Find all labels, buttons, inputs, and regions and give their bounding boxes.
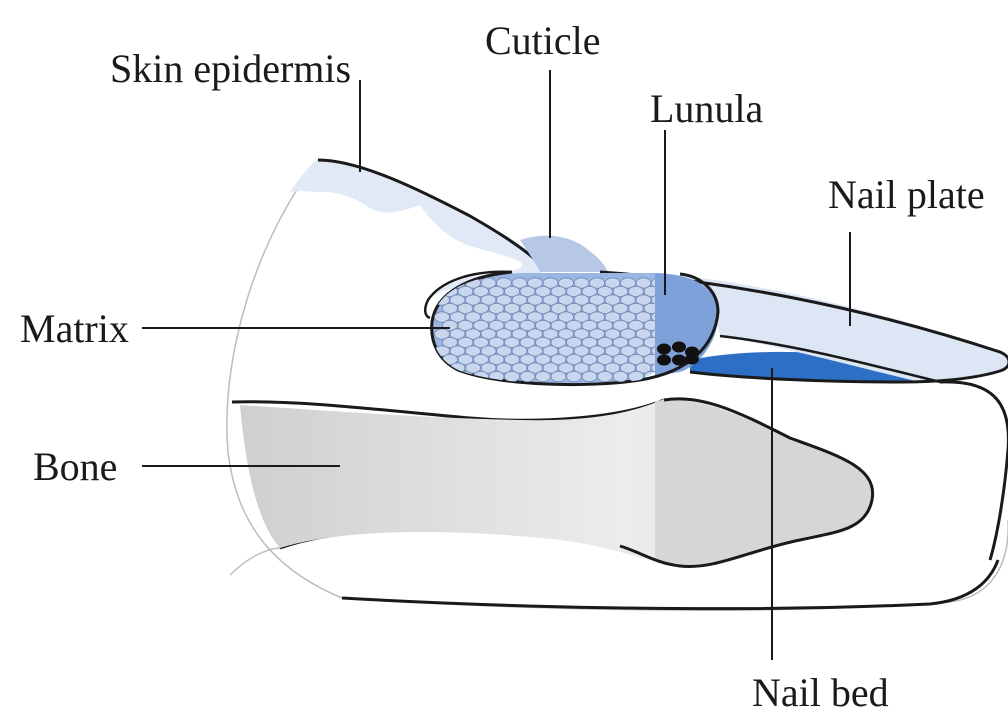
label-bone: Bone [33,444,117,489]
matrix-cell [613,371,628,381]
label-lunula: Lunula [650,86,764,131]
matrix-cell [520,371,535,381]
matrix-cell [505,371,520,381]
matrix-cell [536,371,551,381]
matrix-dark-cell [672,355,686,366]
matrix-dark-cell [685,354,699,365]
label-nail-bed: Nail bed [752,670,889,710]
matrix-cell [551,371,566,381]
label-matrix: Matrix [20,306,129,351]
label-cuticle: Cuticle [485,18,601,63]
matrix-dark-cell [657,355,671,366]
finger-bottom-outline [342,560,998,609]
matrix-cell [582,371,597,381]
label-skin-epidermis: Skin epidermis [110,46,351,91]
matrix-cell [443,371,458,381]
matrix-dark-cell [672,342,686,353]
finger-tip-outline [940,382,1008,560]
matrix-cell [598,371,613,381]
label-nail-plate: Nail plate [828,172,985,217]
matrix-dark-cell [657,344,671,355]
matrix-cell [567,371,582,381]
